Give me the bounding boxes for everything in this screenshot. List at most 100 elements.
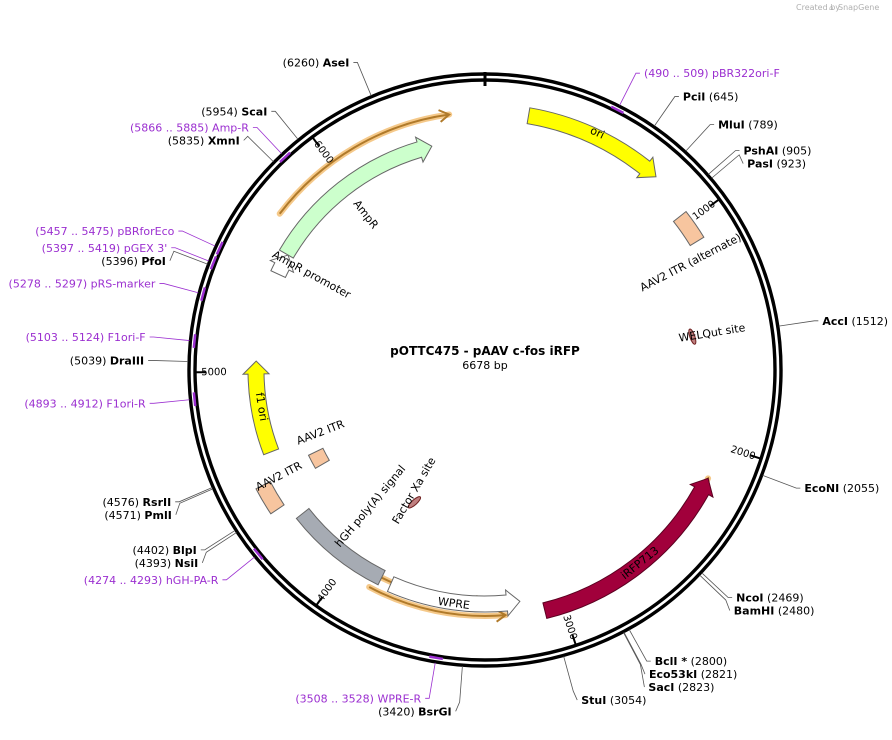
site-asei[interactable]: (6260) AseI [283, 56, 372, 96]
label-text: AccI (1512) [822, 315, 888, 328]
leader-line [623, 632, 645, 688]
leader-line [149, 336, 190, 341]
leader-line [175, 487, 213, 503]
primer-f1ori-r[interactable]: (4893 .. 4912) F1ori-R [24, 392, 197, 410]
tick-mark [315, 596, 324, 606]
site-pshai[interactable]: PshAI (905) [708, 145, 811, 175]
primer-mark [215, 241, 224, 255]
leader-line [201, 532, 237, 564]
leader-line [654, 96, 679, 127]
leader-line [563, 656, 578, 701]
primer-wpre-r[interactable]: (3508 .. 3528) WPRE-R [295, 655, 444, 706]
primer-mark [253, 547, 264, 561]
label-text: Eco53kI (2821) [649, 668, 737, 681]
primer-layer: (5866 .. 5885) Amp-R (5457 .. 5475) pBRfo… [9, 67, 780, 705]
primer-pbr322ori-f[interactable]: (490 .. 509) pBR322ori-F [610, 67, 780, 115]
site-eco53ki[interactable]: Eco53kI (2821) [623, 632, 737, 681]
site-ncoi[interactable]: NcoI (2469) [701, 572, 804, 605]
primer-pgex-3[interactable]: (5397 .. 5419) pGEX 3' [42, 242, 218, 270]
backbone [187, 72, 783, 668]
site-mlui[interactable]: MluI (789) [685, 119, 778, 152]
site-rsrii[interactable]: (4576) RsrII [102, 487, 213, 509]
primer-amp-r[interactable]: (5866 .. 5885) Amp-R [130, 121, 291, 163]
site-stui[interactable]: StuI (3054) [563, 656, 647, 707]
label-text: (5396) PfoI [101, 255, 166, 268]
site-nsii[interactable]: (4393) NsiI [135, 532, 237, 570]
label-text: (4571) PmlI [104, 509, 171, 522]
label-text: (5954) ScaI [201, 105, 267, 118]
feature-welqut-site[interactable]: WELQut site [678, 321, 747, 345]
leader-line [699, 574, 731, 611]
leader-line [169, 250, 208, 265]
site-econi[interactable]: EcoNI (2055) [762, 475, 880, 495]
label-text: (5103 .. 5124) F1ori-F [26, 331, 146, 344]
site-bsrgi[interactable]: (3420) BsrGI [378, 666, 463, 718]
site-blpi[interactable]: (4402) BlpI [133, 530, 236, 557]
tick-label: 4000 [316, 577, 340, 604]
primer-f1ori-f[interactable]: (5103 .. 5124) F1ori-F [26, 331, 197, 349]
label-text: (490 .. 509) pBR322ori-F [644, 67, 780, 80]
leader-line [252, 126, 282, 154]
feature-ampr-promoter[interactable]: AmpR promoter [269, 248, 353, 302]
primer-mark [200, 287, 207, 302]
primer-mark [209, 255, 218, 270]
label-text: (6260) AseI [283, 56, 350, 69]
label-text: EcoNI (2055) [804, 482, 879, 495]
label-text: (4274 .. 4293) hGH-PA-R [84, 574, 219, 587]
label-text: PciI (645) [683, 90, 739, 103]
feature-label-wpre: WPRE [437, 595, 471, 612]
feature-wpre[interactable]: WPRE [386, 576, 521, 618]
leader-line [685, 124, 715, 152]
feature-ampr[interactable]: AmpR [278, 136, 433, 259]
site-layer: (6260) AseI (5954) ScaI (5835) XmnI (5396) … [70, 56, 888, 718]
site-bcli[interactable]: BclI * (2800) [628, 629, 727, 668]
label-text: SacI (2823) [648, 681, 714, 694]
primer-prs-marker[interactable]: (5278 .. 5297) pRS-marker [9, 277, 207, 302]
primer-mark [192, 334, 197, 349]
label-text: PshAI (905) [744, 145, 812, 158]
feature-aav2-itr[interactable]: AAV2 ITR [254, 459, 305, 515]
credit-brand: SnapGene [838, 3, 879, 12]
leader-line [271, 110, 299, 140]
leader-line [701, 572, 733, 598]
feature-ori[interactable]: ori [526, 107, 657, 179]
label-text: BamHI (2480) [734, 605, 815, 618]
feature-aav2-itr[interactable]: AAV2 ITR [295, 417, 347, 470]
leader-line [243, 135, 274, 162]
tick-label: 5000 [201, 367, 227, 378]
primer-pbrforeco[interactable]: (5457 .. 5475) pBRforEco [35, 225, 224, 255]
label-text: MluI (789) [718, 119, 778, 132]
label-text: (5866 .. 5885) Amp-R [130, 121, 249, 134]
site-pcii[interactable]: PciI (645) [654, 90, 739, 127]
site-bamhi[interactable]: BamHI (2480) [699, 574, 815, 618]
primer-mark [429, 655, 444, 661]
feature-f1-ori[interactable]: f1 ori [241, 360, 280, 456]
leader-line [778, 320, 819, 327]
site-scai[interactable]: (5954) ScaI [201, 105, 299, 140]
leader-line [200, 530, 236, 551]
feature-irfp713[interactable]: iRFP713 [542, 477, 714, 620]
site-draiii[interactable]: (5039) DraIII [70, 354, 189, 367]
feature-aav2-itr-alternate[interactable]: AAV2 ITR (alternate) [638, 210, 744, 295]
leader-line [222, 556, 255, 581]
feature-hgh-poly-a-signal[interactable]: hGH poly(A) signal [295, 463, 408, 586]
label-text: (5397 .. 5419) pGEX 3' [42, 242, 168, 255]
label-text: (4402) BlpI [133, 544, 197, 557]
site-pmli[interactable]: (4571) PmlI [104, 488, 213, 522]
site-saci[interactable]: SacI (2823) [623, 632, 715, 694]
leader-line [628, 629, 651, 662]
primer-hgh-pa-r[interactable]: (4274 .. 4293) hGH-PA-R [84, 547, 264, 587]
feature-label-f1-ori: f1 ori [253, 392, 270, 422]
site-acci[interactable]: AccI (1512) [778, 315, 888, 328]
leader-line [353, 62, 372, 96]
tick-mark [312, 137, 320, 147]
label-text: (4576) RsrII [102, 496, 171, 509]
label-text: (4393) NsiI [135, 557, 199, 570]
feature-label-ampr: AmpR [351, 197, 382, 231]
site-xmni[interactable]: (5835) XmnI [168, 134, 274, 162]
label-text: (4893 .. 4912) F1ori-R [24, 397, 146, 410]
site-pfoi[interactable]: (5396) PfoI [101, 250, 208, 268]
snapgene-credit: Created by ⌂ SnapGene [796, 3, 879, 12]
tick-mark [750, 454, 761, 460]
site-pasi[interactable]: PasI (923) [711, 154, 806, 179]
